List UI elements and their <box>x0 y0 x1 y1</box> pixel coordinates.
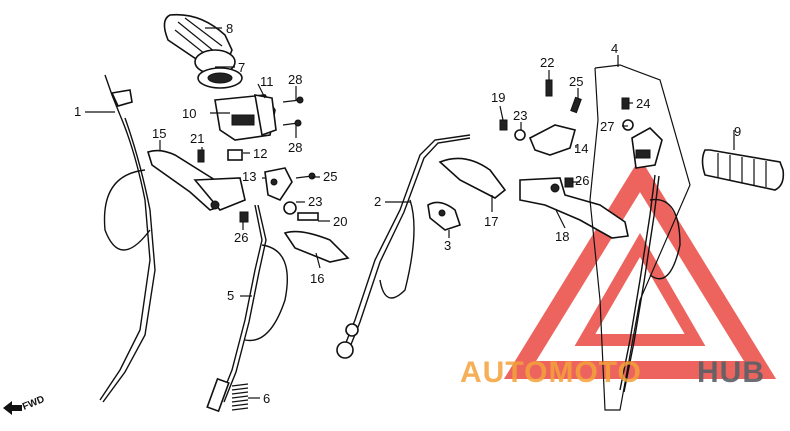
forward-direction-indicator: FWD <box>3 394 46 415</box>
callout-16: 16 <box>310 271 324 286</box>
callout-12: 12 <box>253 146 267 161</box>
lever-3 <box>427 201 462 231</box>
callout-21: 21 <box>190 131 204 146</box>
right-cable <box>619 174 681 393</box>
callout-22: 22 <box>540 55 554 70</box>
bolt-25-left <box>295 172 316 180</box>
bracket-14 <box>528 124 576 156</box>
clutch-lever <box>147 149 246 211</box>
watermark-logo <box>503 157 777 379</box>
bolt-21 <box>197 149 205 163</box>
spring-6 <box>231 383 249 411</box>
watermark-brand-left: AUTOMOTO <box>460 356 642 389</box>
callout-11: 11 <box>260 74 274 89</box>
callout-28-upper: 28 <box>288 72 302 87</box>
callout-5: 5 <box>227 288 234 303</box>
callout-13: 13 <box>242 169 256 184</box>
lever-cover-16 <box>283 230 350 263</box>
watermark-brand-right: HUB <box>697 356 765 389</box>
clutch-cable <box>206 204 289 413</box>
center-cable <box>336 134 471 359</box>
callout-23-right: 23 <box>513 108 527 123</box>
throttle-grip <box>163 13 236 75</box>
callout-6: 6 <box>263 391 270 406</box>
nut-12 <box>227 149 243 161</box>
callout-3: 3 <box>444 238 451 253</box>
forward-label: FWD <box>21 394 46 413</box>
callout-1: 1 <box>74 104 81 119</box>
throttle-housing <box>214 94 277 141</box>
assembly-4-outline <box>589 64 691 411</box>
callout-28-lower: 28 <box>288 140 302 155</box>
callout-25-right: 25 <box>569 74 583 89</box>
bolt-28-upper <box>282 96 304 104</box>
callout-2: 2 <box>374 194 381 209</box>
bracket-13 <box>264 167 293 201</box>
callout-27: 27 <box>600 119 614 134</box>
callout-26-left: 26 <box>234 230 248 245</box>
bolt-20 <box>297 212 319 221</box>
washer-23-right <box>514 129 526 141</box>
callout-10: 10 <box>182 106 196 121</box>
throttle-sleeve <box>197 67 243 89</box>
nut-26-left <box>239 211 249 223</box>
callout-17: 17 <box>484 214 498 229</box>
callout-4: 4 <box>611 41 618 56</box>
watermark-text: AUTOMOTO HUB <box>460 356 765 389</box>
callout-26-right: 26 <box>575 173 589 188</box>
callout-9: 9 <box>734 124 741 139</box>
lever-cover-17 <box>438 157 507 199</box>
callout-labels: 8 7 11 28 10 28 1 15 21 12 13 25 23 20 2… <box>74 21 741 406</box>
forward-arrow-icon <box>3 401 22 415</box>
callout-8: 8 <box>226 21 233 36</box>
callout-7: 7 <box>238 60 245 75</box>
callout-23-left: 23 <box>308 194 322 209</box>
callout-14: 14 <box>574 141 588 156</box>
callout-20: 20 <box>333 214 347 229</box>
nut-26-right <box>564 177 574 188</box>
leader-lines <box>85 27 735 399</box>
right-grip <box>701 149 785 191</box>
bolt-19 <box>499 119 508 131</box>
callout-25-left: 25 <box>323 169 337 184</box>
bolt-24 <box>621 97 630 110</box>
brake-lever <box>519 177 629 239</box>
washer-23-left <box>283 201 297 215</box>
callout-18: 18 <box>555 229 569 244</box>
washer-27 <box>622 119 634 131</box>
bolt-22 <box>545 79 553 97</box>
bolt-25-right <box>570 96 582 114</box>
callout-19: 19 <box>491 90 505 105</box>
switch-housing <box>631 127 663 169</box>
throttle-cable <box>99 74 156 403</box>
callout-24: 24 <box>636 96 650 111</box>
bolt-28-lower <box>282 119 302 127</box>
callout-15: 15 <box>152 126 166 141</box>
